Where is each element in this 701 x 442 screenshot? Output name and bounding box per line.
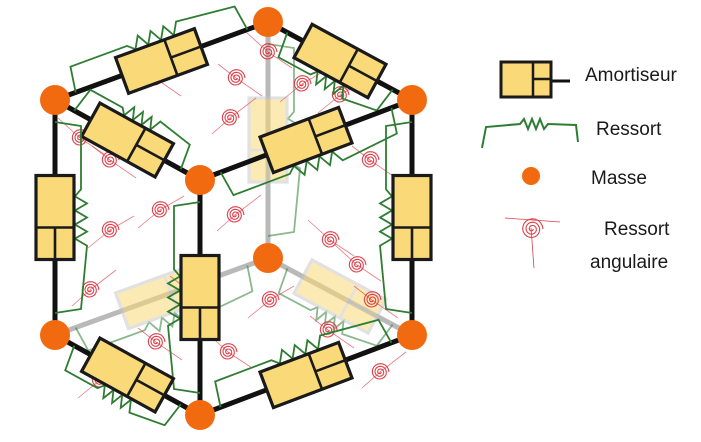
damper — [82, 338, 174, 412]
angular-spring-icon — [505, 218, 560, 268]
mass-Back — [253, 243, 283, 273]
mass-UL — [40, 85, 70, 115]
spring-icon — [482, 119, 578, 148]
angular-spring — [218, 64, 262, 96]
legend: Amortiseur Ressort Masse Ressort angulai… — [482, 62, 678, 273]
legend-label-spring: Ressort — [596, 119, 662, 140]
damper-icon — [501, 62, 570, 97]
mass-B — [185, 400, 215, 430]
legend-item-angular-spring: Ressort angulaire — [505, 218, 670, 273]
angular-spring — [362, 352, 406, 388]
mass-UR — [397, 85, 427, 115]
damper — [36, 176, 74, 260]
edge-T-UR — [268, 22, 412, 118]
legend-spiral — [523, 219, 543, 238]
legend-item-mass: Masse — [522, 167, 647, 189]
edge-BL-B — [55, 335, 200, 432]
angular-spring — [308, 220, 354, 256]
angular-spring — [72, 270, 116, 306]
damper — [393, 176, 431, 260]
edge-UL-C — [55, 83, 200, 180]
legend-label-angular-spring-1: Ressort — [604, 219, 670, 240]
legend-label-damper: Amortiseur — [585, 65, 678, 86]
mass-C — [185, 165, 215, 195]
legend-item-damper: Amortiseur — [501, 62, 678, 97]
damper — [181, 256, 219, 340]
mass-dot-icon — [522, 167, 540, 185]
angular-spring — [352, 146, 396, 178]
edge-BL-Back — [55, 258, 268, 358]
mass-BL — [40, 320, 70, 350]
angular-spring — [88, 216, 134, 248]
legend-label-mass: Masse — [591, 168, 647, 189]
legend-label-angular-spring-2: angulaire — [590, 252, 668, 273]
legend-item-spring: Ressort — [482, 119, 662, 148]
angular-spring — [138, 196, 184, 228]
angular-spring — [138, 328, 182, 360]
mass-T — [253, 7, 283, 37]
angular-spring — [248, 286, 294, 318]
damper — [82, 103, 174, 177]
angular-spring — [217, 195, 261, 231]
mass-BR — [397, 320, 427, 350]
